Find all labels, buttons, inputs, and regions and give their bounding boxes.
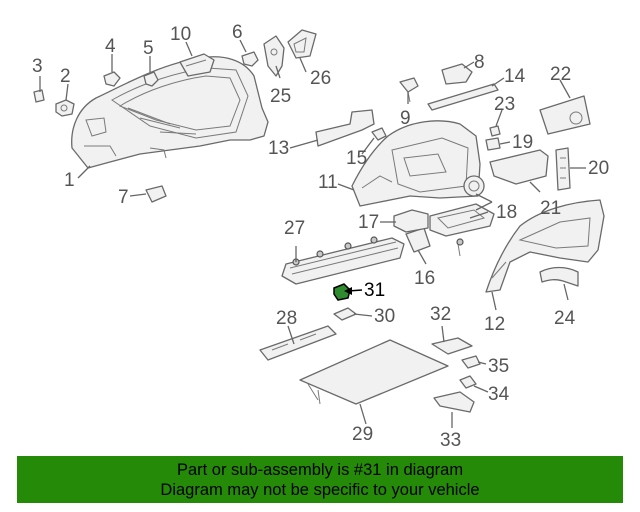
- callout-28: 28: [276, 308, 297, 329]
- callout-1: 1: [64, 170, 75, 191]
- callout-25: 25: [270, 86, 291, 107]
- part-12-lower-quarter-trim: [485, 199, 605, 293]
- banner-line-2: Diagram may not be specific to your vehi…: [160, 481, 480, 499]
- banner-line-1: Part or sub-assembly is #31 in diagram: [176, 461, 464, 479]
- part-31-highlighted[interactable]: [333, 283, 351, 301]
- leader-lines: [39, 39, 586, 428]
- callout-9: 9: [400, 108, 411, 129]
- callout-20: 20: [588, 158, 609, 179]
- callout-17: 17: [358, 212, 379, 233]
- callout-10: 10: [170, 24, 191, 45]
- part-17-box: [393, 209, 429, 233]
- callout-24: 24: [554, 308, 576, 329]
- part-18-tray: [429, 175, 495, 257]
- part-14-strip: [427, 83, 499, 111]
- callout-15: 15: [346, 148, 367, 169]
- info-banner: Part or sub-assembly is #31 in diagram D…: [17, 456, 623, 503]
- callout-7: 7: [118, 187, 129, 208]
- callout-6: 6: [232, 22, 243, 43]
- callout-27: 27: [284, 218, 305, 239]
- callout-13: 13: [268, 138, 289, 159]
- callout-32: 32: [430, 304, 451, 325]
- callout-12: 12: [484, 314, 505, 335]
- callout-2: 2: [60, 66, 71, 87]
- part-2-clip: [55, 99, 75, 117]
- part-4-clip: [103, 71, 121, 87]
- part-15-clip: [371, 127, 387, 141]
- part-21-trim: [489, 149, 549, 185]
- callout-22: 22: [550, 64, 571, 85]
- part-35-clip: [461, 355, 481, 369]
- callout-34: 34: [488, 384, 510, 405]
- callout-31-highlighted[interactable]: 31: [364, 280, 385, 301]
- part-26-cover: [287, 29, 317, 59]
- callout-18: 18: [496, 202, 517, 223]
- callout-35: 35: [488, 356, 509, 377]
- part-9-hook: [399, 77, 419, 103]
- part-10-handle: [179, 53, 215, 77]
- callout-29: 29: [352, 424, 373, 445]
- part-8-cover: [441, 63, 473, 85]
- callout-14: 14: [504, 66, 526, 87]
- callout-3: 3: [32, 56, 43, 77]
- callout-19: 19: [512, 132, 533, 153]
- part-23-clip: [489, 125, 501, 137]
- part-3-clip: [33, 89, 45, 103]
- callout-8: 8: [474, 52, 485, 73]
- part-20-bracket: [555, 147, 571, 191]
- part-22-trim: [539, 95, 591, 135]
- callout-33: 33: [440, 430, 461, 451]
- part-24-trim: [539, 266, 579, 287]
- parts-diagram: 1 2 3 4 5 6 7 8 9 10 11 12 13 14 15 16 1…: [32, 22, 609, 451]
- part-25-bracket: [263, 35, 285, 77]
- part-13-garnish: [315, 109, 375, 147]
- callout-16: 16: [414, 268, 435, 289]
- part-1-trim-panel: [71, 56, 269, 169]
- part-34-clip: [459, 375, 477, 389]
- part-30-clip: [333, 307, 357, 321]
- callout-30: 30: [374, 306, 395, 327]
- callout-labels: 1 2 3 4 5 6 7 8 9 10 11 12 13 14 15 16 1…: [32, 22, 609, 451]
- callout-21: 21: [540, 198, 561, 219]
- part-19-clip: [485, 137, 501, 151]
- part-33-hook: [433, 391, 475, 413]
- part-27-tonneau-cover: [281, 236, 405, 285]
- part-29-floor-mat: [299, 339, 449, 405]
- callout-23: 23: [494, 94, 515, 115]
- part-5-clip: [143, 71, 159, 87]
- callout-4: 4: [105, 36, 116, 57]
- callout-26: 26: [310, 68, 331, 89]
- part-6-bracket: [241, 51, 259, 67]
- part-11-quarter-panel: [351, 120, 481, 207]
- part-32-bracket: [431, 337, 473, 355]
- part-28-deck-board: [259, 325, 337, 361]
- callout-5: 5: [143, 38, 154, 59]
- part-7-clip: [145, 185, 167, 203]
- callout-11: 11: [318, 172, 338, 193]
